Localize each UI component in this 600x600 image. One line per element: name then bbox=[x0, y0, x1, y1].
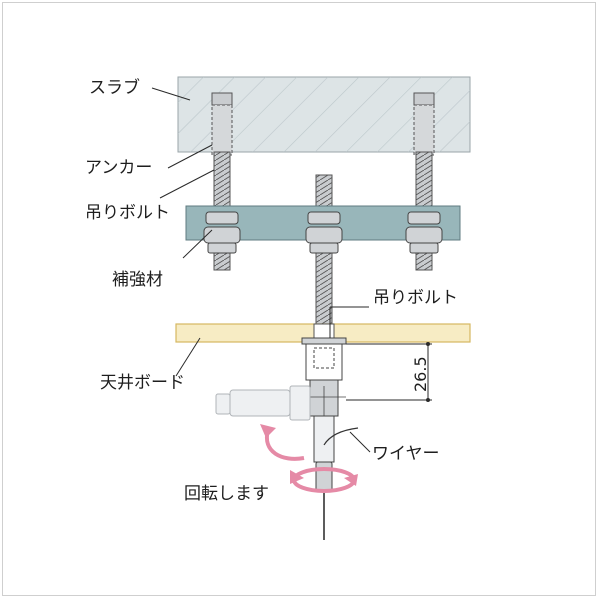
leader-lines bbox=[151, 87, 432, 453]
label-hanging-bolt-left: 吊りボルト bbox=[85, 203, 170, 223]
nuts bbox=[203, 211, 443, 254]
wire bbox=[323, 427, 359, 446]
ceiling-fitting bbox=[301, 337, 347, 420]
dimension-value: 26.5 bbox=[411, 356, 430, 392]
label-anchor: アンカー bbox=[85, 158, 153, 178]
rotation-arrow-swing bbox=[260, 424, 305, 461]
anchor-left bbox=[211, 92, 233, 156]
label-slab: スラブ bbox=[89, 78, 140, 98]
label-hanging-bolt-right: 吊りボルト bbox=[373, 288, 458, 308]
rotated-fitting-ghost bbox=[215, 385, 311, 421]
label-rotate: 回転します bbox=[184, 484, 269, 504]
wire-terminal bbox=[313, 415, 335, 540]
label-wire: ワイヤー bbox=[372, 444, 440, 464]
label-ceiling-board: 天井ボード bbox=[100, 373, 185, 393]
anchor-right bbox=[413, 92, 435, 156]
label-reinforcement: 補強材 bbox=[112, 270, 163, 290]
rotation-arrow-spin bbox=[290, 467, 358, 493]
dimension-dot-bottom bbox=[426, 398, 430, 402]
dimension-dot-top bbox=[426, 342, 430, 346]
